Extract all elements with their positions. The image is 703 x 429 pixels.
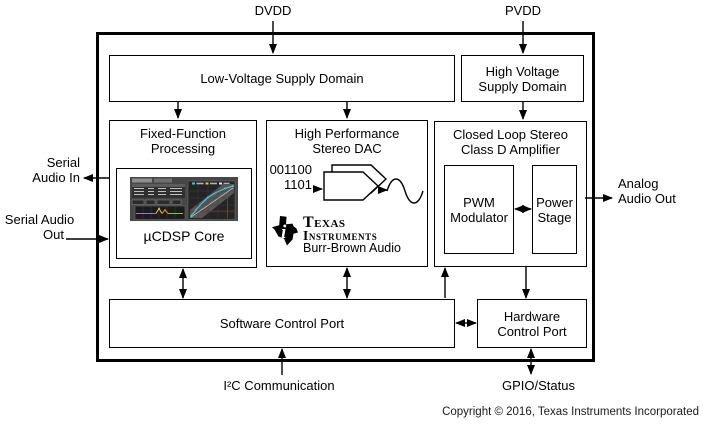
brand-name-line2: Instruments (303, 228, 378, 243)
block-software-control-port: Software Control Port (109, 299, 455, 348)
block-ucdsp-core: µCDSP Core (116, 168, 252, 259)
ti-burr-brown-logo: i Texas Instruments Burr-Brown Audio (272, 214, 401, 255)
block-label: PWM (463, 194, 495, 210)
analog-audio-out-label-line2: Audio Out (618, 191, 676, 206)
serial-audio-in-label-line2: Audio In (32, 170, 80, 185)
block-label: High Performance (294, 126, 400, 141)
serial-audio-in-label-line1: Serial (46, 155, 80, 170)
bits-line1: 001100 (269, 162, 312, 177)
i2c-communication-label: I²C Communication (223, 378, 335, 393)
pvdd-label: PVDD (504, 3, 542, 18)
block-label: Stage (537, 209, 572, 225)
brand-name-line1: Texas (303, 214, 346, 231)
block-power-stage: Power Stage (532, 165, 577, 254)
dvdd-label: DVDD (254, 3, 292, 18)
copyright-notice: Copyright © 2016, Texas Instruments Inco… (442, 406, 699, 418)
block-low-voltage-supply-domain: Low-Voltage Supply Domain (109, 55, 455, 102)
block-label: Hardware (503, 308, 561, 324)
gpio-status-label: GPIO/Status (502, 378, 575, 393)
block-label: Closed Loop Stereo (453, 127, 568, 142)
block-label: Software Control Port (219, 316, 345, 331)
bits-line2: 1101 (284, 176, 312, 192)
brand-division: Burr-Brown Audio (303, 241, 401, 255)
block-label: Stereo DAC (312, 141, 382, 156)
serial-audio-out-label-line2: Out (43, 227, 64, 242)
svg-text:i: i (281, 222, 287, 243)
block-high-voltage-supply-domain: High Voltage Supply Domain (461, 55, 584, 102)
block-label: Fixed-Function (140, 126, 226, 141)
block-label: Modulator (450, 209, 508, 225)
block-label: Low-Voltage Supply Domain (200, 71, 364, 86)
ti-texas-logo-icon: i (272, 216, 298, 246)
block-label: Control Port (497, 323, 567, 339)
digital-bitstream-label: 001100 1101 (267, 162, 312, 192)
block-hardware-control-port: Hardware Control Port (477, 299, 587, 348)
block-label: Processing (150, 141, 216, 156)
ucdsp-core-label: µCDSP Core (143, 228, 225, 244)
block-label: Supply Domain (478, 78, 567, 94)
serial-audio-out-label-line1: Serial Audio (4, 212, 75, 227)
analog-audio-out-label-line1: Analog (618, 176, 659, 191)
block-pwm-modulator: PWM Modulator (444, 165, 514, 254)
block-label: Power (536, 194, 573, 210)
block-label: High Voltage (485, 63, 560, 79)
block-label: Class D Amplifier (461, 142, 560, 157)
dsp-tuning-software-thumbnail (130, 177, 238, 221)
